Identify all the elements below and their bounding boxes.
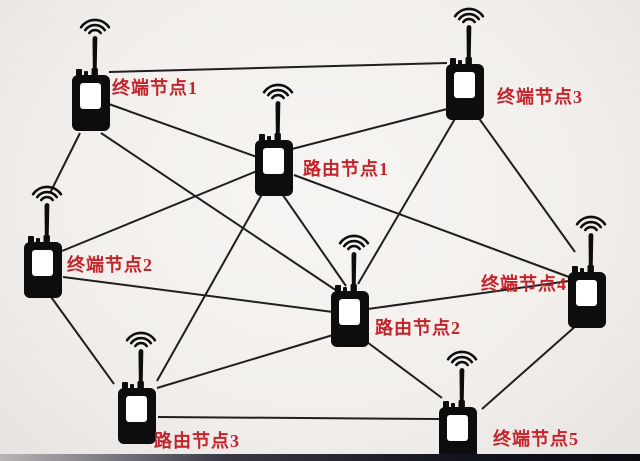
radio-link-r1-r3	[156, 188, 266, 382]
node-terminal-t2	[21, 180, 65, 300]
node-label-t1: 终端节点1	[112, 78, 198, 98]
node-label-t4: 终端节点4	[481, 274, 567, 294]
radio-link-t1-t3	[108, 62, 448, 73]
walkie-talkie-icon	[437, 350, 479, 461]
radio-link-r1-t4	[293, 174, 570, 278]
node-label-t3: 终端节点3	[497, 87, 583, 107]
radio-link-r1-r2	[277, 187, 347, 287]
radio-link-r3-t5	[157, 416, 441, 420]
radio-link-t1-r1	[105, 102, 258, 158]
walkie-talkie-icon	[22, 185, 64, 300]
radio-link-t1-r2	[100, 132, 338, 292]
node-router-r1	[252, 78, 296, 198]
walkie-talkie-icon	[253, 83, 295, 198]
node-label-r1: 路由节点1	[303, 159, 389, 179]
node-label-t5: 终端节点5	[493, 429, 579, 449]
node-terminal-t1	[69, 13, 113, 133]
node-label-r2: 路由节点2	[375, 318, 461, 338]
radio-link-t3-t4	[477, 116, 576, 253]
radio-link-t3-r2	[357, 116, 457, 285]
walkie-talkie-icon	[566, 215, 608, 330]
radio-link-r2-t5	[362, 338, 443, 399]
radio-link-t2-r3	[45, 289, 115, 385]
radio-link-r1-t3	[291, 108, 448, 150]
radio-link-r2-t4	[367, 280, 570, 310]
node-label-r3: 路由节点3	[154, 431, 240, 451]
walkie-talkie-icon	[116, 331, 158, 446]
radio-link-t2-r2	[62, 276, 334, 313]
walkie-talkie-icon	[444, 7, 486, 122]
bottom-edge-strip	[0, 454, 640, 461]
radio-link-t4-t5	[481, 323, 579, 410]
node-router-r2	[328, 229, 372, 349]
node-terminal-t4	[565, 210, 609, 330]
node-label-t2: 终端节点2	[67, 255, 153, 275]
radio-link-t1-t2	[49, 132, 81, 194]
node-terminal-t5	[436, 345, 480, 461]
radio-link-r3-r2	[156, 334, 334, 389]
node-terminal-t3	[443, 2, 487, 122]
radio-link-r1-t2	[61, 170, 258, 252]
node-router-r3	[115, 326, 159, 446]
walkie-talkie-icon	[70, 18, 112, 133]
walkie-talkie-icon	[329, 234, 371, 349]
